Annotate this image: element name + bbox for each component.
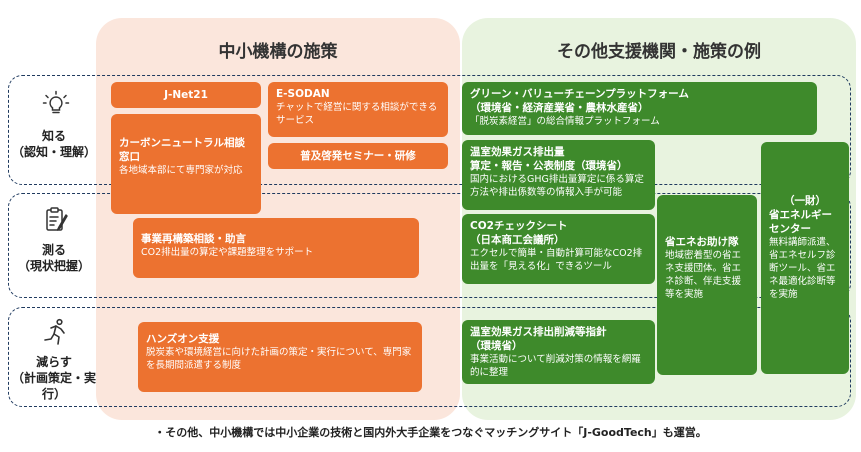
energy-saving-helpers-desc: 地域密着型の省エネ支援団体。省エネ診断、伴走支援等を実施 xyxy=(665,250,742,300)
hands-on-support-desc: 脱炭素や環境経営に向けた計画の策定・実行について、専門家を長期間派遣する制度 xyxy=(146,347,412,371)
green-value-chain-box: グリーン・バリューチェーンプラットフォーム （環境省・経済産業省・農林水産省） … xyxy=(462,82,817,135)
row-label-reduce-main: 減らす xyxy=(36,355,72,369)
row-label-measure-main: 測る xyxy=(41,243,66,257)
row-label-reduce: 減らす （計画策定・実行） xyxy=(8,354,100,402)
co2-check-sheet-org: （日本商工会議所） xyxy=(470,234,565,246)
row-band-know xyxy=(8,75,851,185)
co2-check-sheet-box: CO2チェックシート （日本商工会議所） エクセルで簡単・自動計算可能なCO2排… xyxy=(462,214,655,284)
esodan-desc: チャットで経営に関する相談ができるサービス xyxy=(276,102,438,126)
carbon-neutral-consult-box: カーボンニュートラル相談窓口 各地域本部にて専門家が対応 xyxy=(111,114,261,214)
green-value-chain-title: グリーン・バリューチェーンプラットフォーム xyxy=(470,88,689,100)
energy-conservation-center-type: （一財） xyxy=(784,195,826,207)
esodan-title: E-SODAN xyxy=(276,88,330,100)
energy-saving-helpers-box: 省エネお助け隊 地域密着型の省エネ支援団体。省エネ診断、伴走支援等を実施 xyxy=(657,195,757,375)
ghg-reporting-desc: 国内におけるGHG排出量算定に係る算定方法や排出係数等の情報入手が可能 xyxy=(470,174,644,198)
energy-conservation-center-box: （一財） 省エネルギーセンター 無料講師派遣、省エネセルフ診断ツール、省エネ最適… xyxy=(761,142,849,374)
running-person-icon xyxy=(44,318,65,345)
ghg-reduction-guideline-desc: 事業活動について削減対策の情報を網羅的に整理 xyxy=(470,354,641,378)
ghg-reduction-guideline-title: 温室効果ガス排出削減等指針 xyxy=(470,326,607,338)
carbon-neutral-consult-desc: 各地域本部にて専門家が対応 xyxy=(119,165,243,176)
jnet21-box: J-Net21 xyxy=(111,82,261,108)
footer-note: ・その他、中小機構では中小企業の技術と国内外大手企業をつなぐマッチングサイト「J… xyxy=(154,426,707,439)
hands-on-support-box: ハンズオン支援 脱炭素や環境経営に向けた計画の策定・実行について、専門家を長期間… xyxy=(138,322,422,392)
ghg-reporting-title: 温室効果ガス排出量 xyxy=(470,146,565,158)
business-restructuring-desc: CO2排出量の算定や課題整理をサポート xyxy=(141,247,314,258)
ghg-reduction-guideline-box: 温室効果ガス排出削減等指針 （環境省） 事業活動について削減対策の情報を網羅的に… xyxy=(462,320,655,384)
row-band-measure xyxy=(8,193,851,298)
esodan-box: E-SODAN チャットで経営に関する相談ができるサービス xyxy=(268,82,448,137)
other-support-panel-title: その他支援機関・施策の例 xyxy=(557,42,761,62)
co2-check-sheet-desc: エクセルで簡単・自動計算可能なCO2排出量を「見える化」できるツール xyxy=(470,248,643,272)
business-restructuring-title: 事業再構築相談・助言 xyxy=(141,233,246,245)
row-band-reduce xyxy=(8,307,851,407)
lightbulb-icon xyxy=(42,90,70,114)
green-value-chain-agencies: （環境省・経済産業省・農林水産省） xyxy=(470,102,649,114)
clipboard-icon xyxy=(46,207,68,231)
ghg-reporting-box: 温室効果ガス排出量 算定・報告・公表制度（環境省） 国内におけるGHG排出量算定… xyxy=(462,140,655,210)
row-label-know-main: 知る xyxy=(41,129,66,143)
seminar-box: 普及啓発セミナー・研修 xyxy=(268,143,448,169)
row-label-know: 知る （認知・理解） xyxy=(8,128,100,160)
row-label-reduce-sub: （計画策定・実行） xyxy=(11,371,96,401)
row-label-measure: 測る （現状把握） xyxy=(8,242,100,274)
energy-conservation-center-desc: 無料講師派遣、省エネセルフ診断ツール、省エネ最適化診断等を実施 xyxy=(769,237,836,300)
co2-check-sheet-title: CO2チェックシート xyxy=(470,220,568,232)
energy-conservation-center-title: 省エネルギーセンター xyxy=(769,209,832,235)
hands-on-support-title: ハンズオン支援 xyxy=(146,333,220,345)
green-value-chain-desc: 「脱炭素経営」の総合情報プラットフォーム xyxy=(470,116,660,127)
row-label-measure-sub: （現状把握） xyxy=(17,259,90,273)
sme-agency-panel-title: 中小機構の施策 xyxy=(218,42,338,62)
ghg-reduction-guideline-org: （環境省） xyxy=(470,340,523,352)
ghg-reporting-subtitle: 算定・報告・公表制度（環境省） xyxy=(470,160,628,172)
carbon-neutral-consult-title: カーボンニュートラル相談窓口 xyxy=(119,137,245,163)
energy-saving-helpers-title: 省エネお助け隊 xyxy=(665,236,739,248)
business-restructuring-box: 事業再構築相談・助言 CO2排出量の算定や課題整理をサポート xyxy=(133,218,419,278)
row-label-know-sub: （認知・理解） xyxy=(11,145,96,159)
